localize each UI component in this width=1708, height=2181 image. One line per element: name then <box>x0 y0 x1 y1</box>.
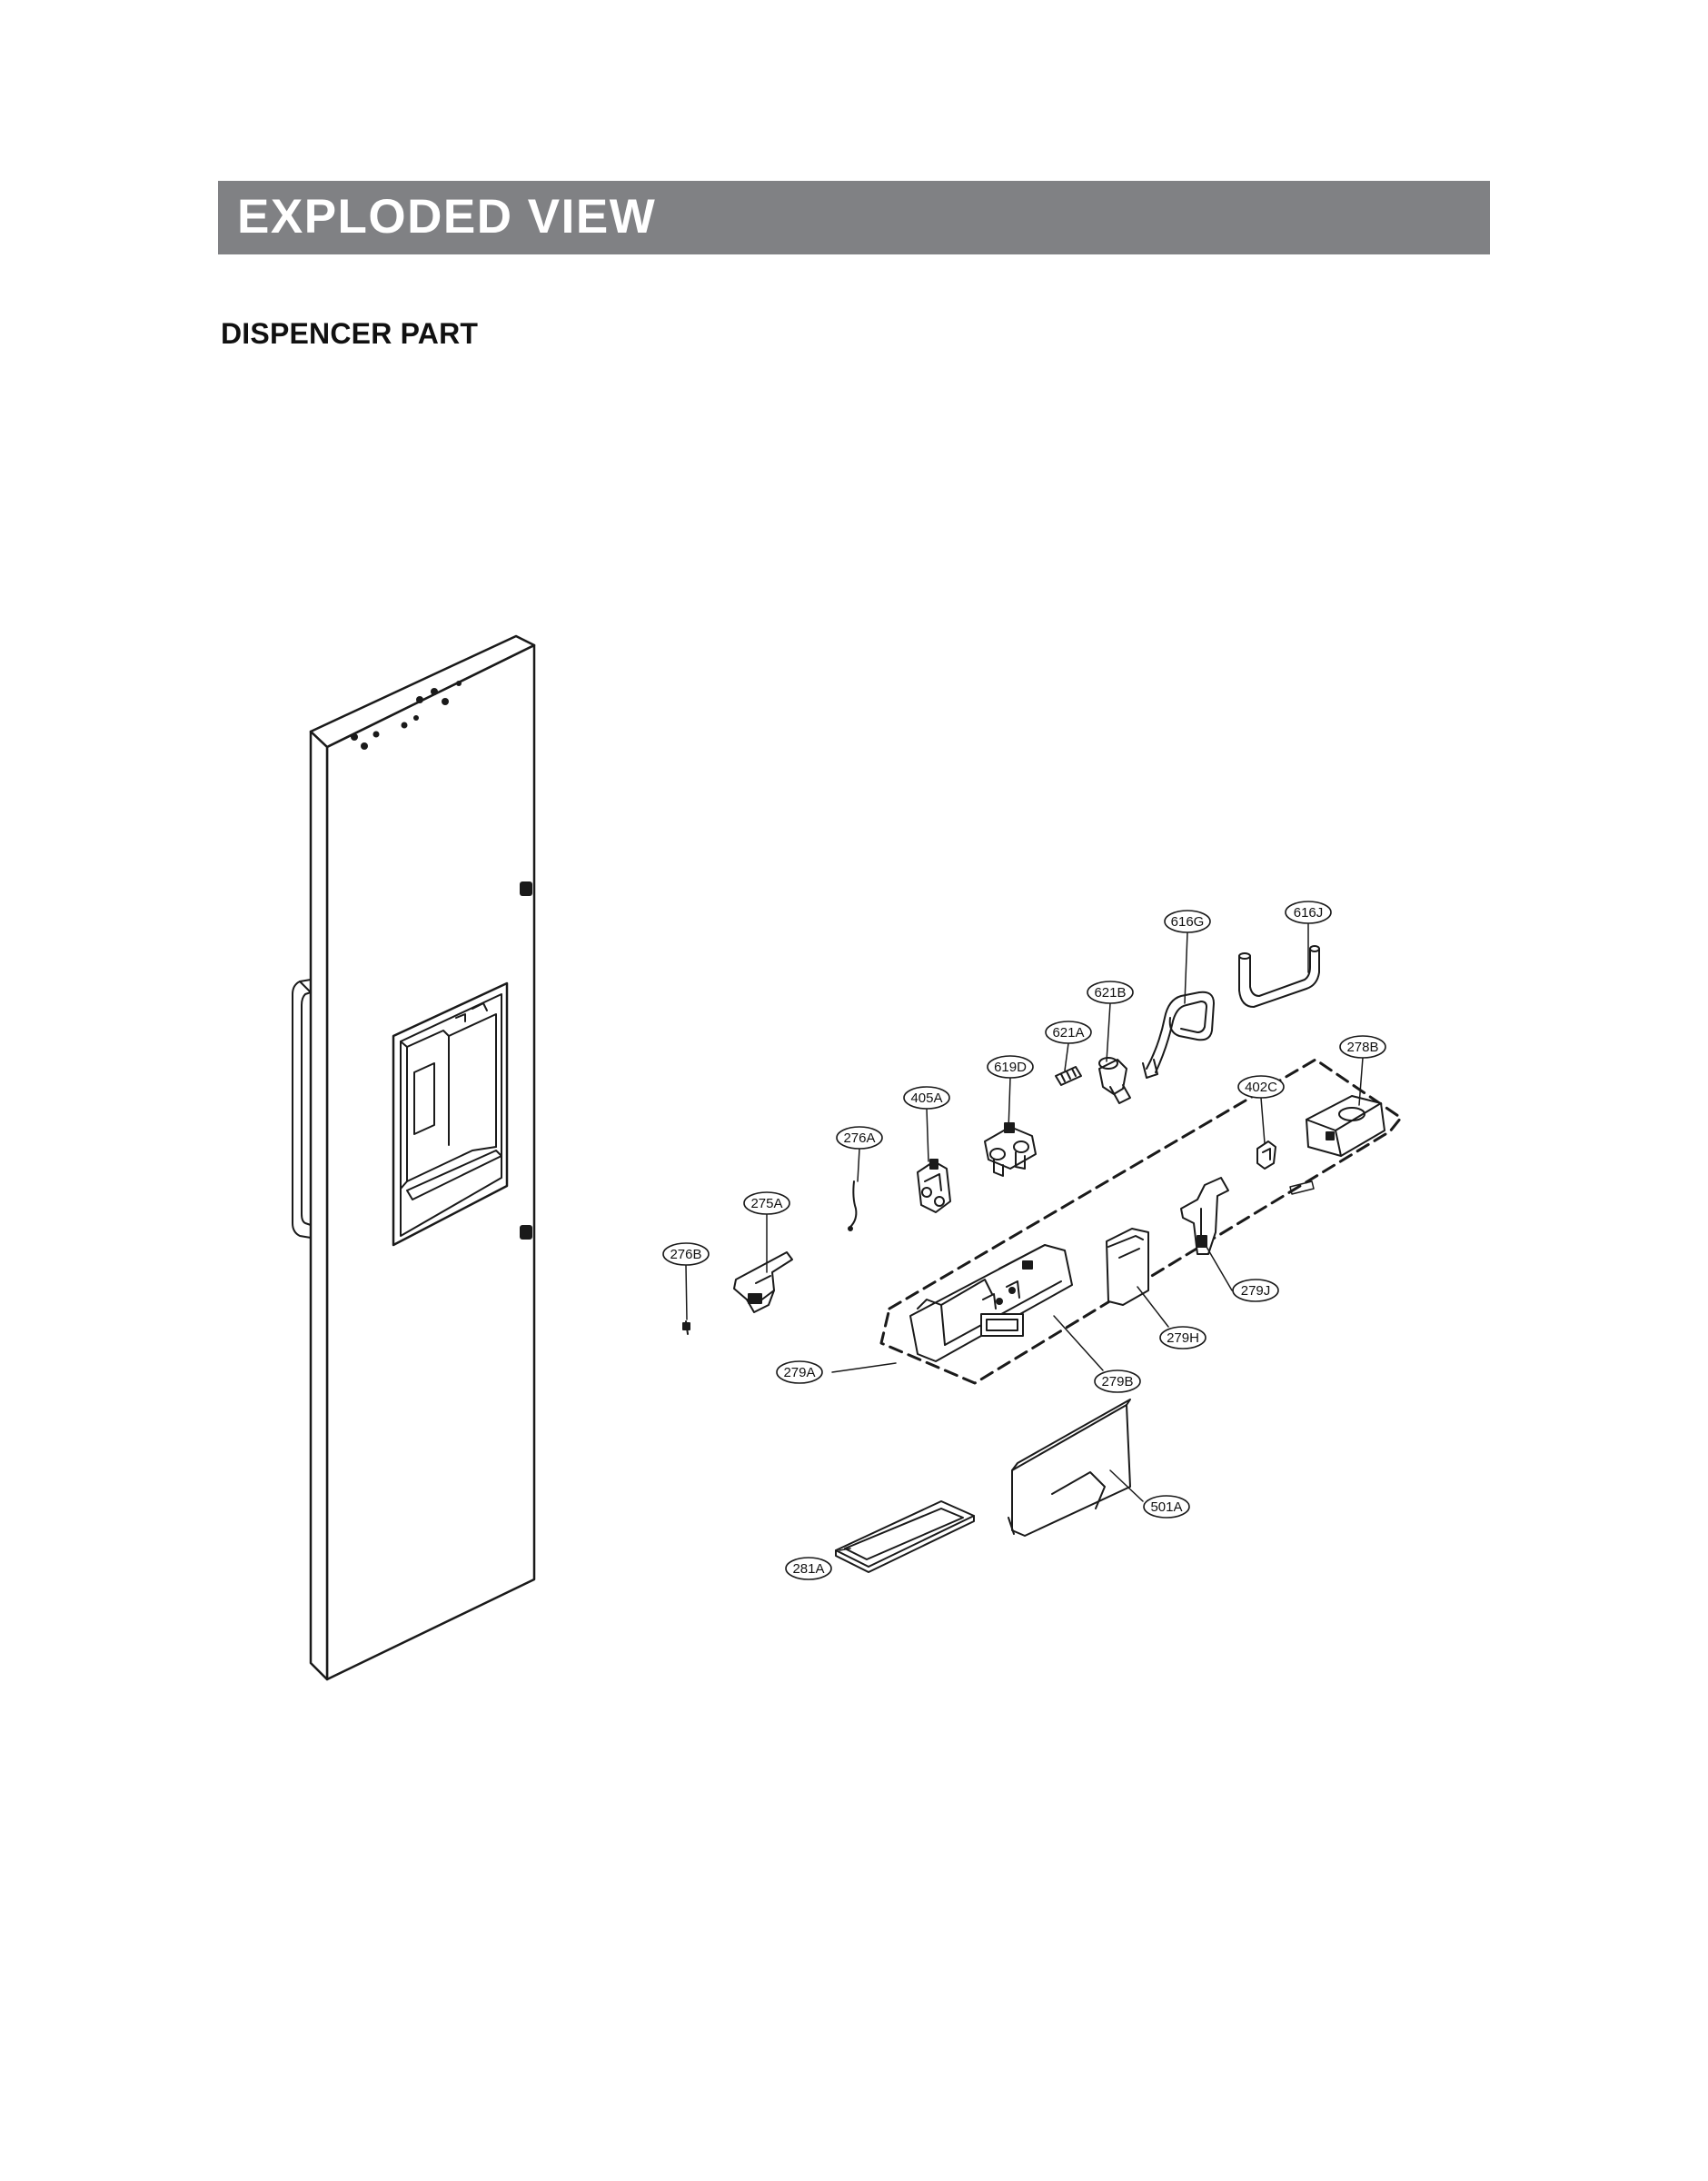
callout-279h: 279H <box>1159 1326 1207 1349</box>
callout-278b: 278B <box>1339 1035 1386 1059</box>
assembly-outline <box>879 1058 1403 1385</box>
callout-bubble <box>1164 910 1211 933</box>
callout-621a: 621A <box>1045 1021 1092 1044</box>
part-405a-actuator <box>917 1159 951 1213</box>
callout-501a: 501A <box>1143 1495 1190 1519</box>
callout-276a: 276A <box>836 1126 883 1150</box>
callout-bubble <box>776 1360 823 1384</box>
callout-label: 279A <box>783 1365 815 1380</box>
refrigerator-door <box>292 634 536 1681</box>
callout-label: 619D <box>994 1060 1027 1075</box>
callout-label: 501A <box>1150 1499 1182 1515</box>
page-title: EXPLODED VIEW <box>237 190 657 244</box>
callout-label: 616J <box>1294 905 1324 921</box>
callout-bubble <box>662 1242 710 1266</box>
callout-bubble <box>743 1191 790 1215</box>
callout-616j: 616J <box>1285 901 1332 924</box>
part-label-tag <box>1289 1180 1315 1195</box>
part-621a-fitting <box>1055 1066 1082 1086</box>
callout-label: 279B <box>1101 1374 1133 1389</box>
callout-label: 405A <box>910 1090 942 1106</box>
section-title: DISPENCER PART <box>221 317 479 350</box>
callout-619d: 619D <box>987 1055 1034 1079</box>
title-banner: EXPLODED VIEW <box>218 181 1490 254</box>
callout-bubble <box>1094 1369 1141 1393</box>
callout-label: 621B <box>1094 985 1126 1001</box>
callout-279a: 279A <box>776 1360 823 1384</box>
callout-bubble <box>1159 1326 1207 1349</box>
leader-lines <box>685 922 1364 1551</box>
callout-label: 621A <box>1052 1025 1084 1041</box>
dispenser-recess <box>392 981 509 1247</box>
part-616g-tube <box>1142 991 1215 1079</box>
callout-label: 281A <box>792 1561 824 1577</box>
callout-616g: 616G <box>1164 910 1211 933</box>
door-handle <box>292 979 312 1239</box>
callout-281a: 281A <box>785 1557 832 1580</box>
lower-hinge-pin <box>520 1225 532 1240</box>
callout-bubble <box>1232 1279 1279 1302</box>
callout-label: 278B <box>1346 1040 1378 1055</box>
upper-hinge-pin <box>520 881 532 896</box>
callout-405a: 405A <box>903 1086 950 1110</box>
part-278b-housing <box>1306 1095 1385 1157</box>
callout-279b: 279B <box>1094 1369 1141 1393</box>
callout-bubble <box>987 1055 1034 1079</box>
part-619d-water-valve <box>984 1122 1037 1177</box>
part-279a-279b-frame <box>909 1244 1073 1362</box>
callout-275a: 275A <box>743 1191 790 1215</box>
callout-layer: 616G 616J 621B 621A 619D 405A 276A 275A 276B 279A… <box>662 901 1386 1580</box>
callout-label: 279J <box>1241 1283 1271 1299</box>
door-top-holes <box>351 681 462 750</box>
callout-bubble <box>1143 1495 1190 1519</box>
part-279j-bracket <box>1180 1177 1229 1255</box>
callout-label: 616G <box>1171 914 1205 930</box>
part-616j-tube <box>1238 945 1320 1008</box>
callout-279j: 279J <box>1232 1279 1279 1302</box>
callout-402c: 402C <box>1237 1075 1285 1099</box>
callout-bubble <box>836 1126 883 1150</box>
callout-label: 276A <box>843 1130 875 1146</box>
part-501a-panel <box>1008 1399 1131 1537</box>
callout-bubble <box>903 1086 950 1110</box>
part-276b-screw <box>682 1320 690 1335</box>
callout-621b: 621B <box>1087 981 1134 1004</box>
callout-label: 276B <box>670 1247 701 1262</box>
part-275a-switch <box>733 1251 793 1313</box>
callout-276b: 276B <box>662 1242 710 1266</box>
part-281a-tray <box>835 1500 975 1573</box>
part-402c-clip <box>1256 1140 1276 1170</box>
callout-bubble <box>1285 901 1332 924</box>
part-276a-wire <box>848 1180 858 1231</box>
part-621b-elbow <box>1098 1057 1131 1104</box>
callout-label: 275A <box>750 1196 782 1211</box>
callout-bubble <box>1339 1035 1386 1059</box>
callout-bubble <box>1045 1021 1092 1044</box>
callout-label: 279H <box>1167 1330 1199 1346</box>
callout-bubble <box>785 1557 832 1580</box>
part-279h-cover <box>1106 1228 1149 1306</box>
callout-bubble <box>1237 1075 1285 1099</box>
callout-label: 402C <box>1245 1080 1277 1095</box>
callout-bubble <box>1087 981 1134 1004</box>
